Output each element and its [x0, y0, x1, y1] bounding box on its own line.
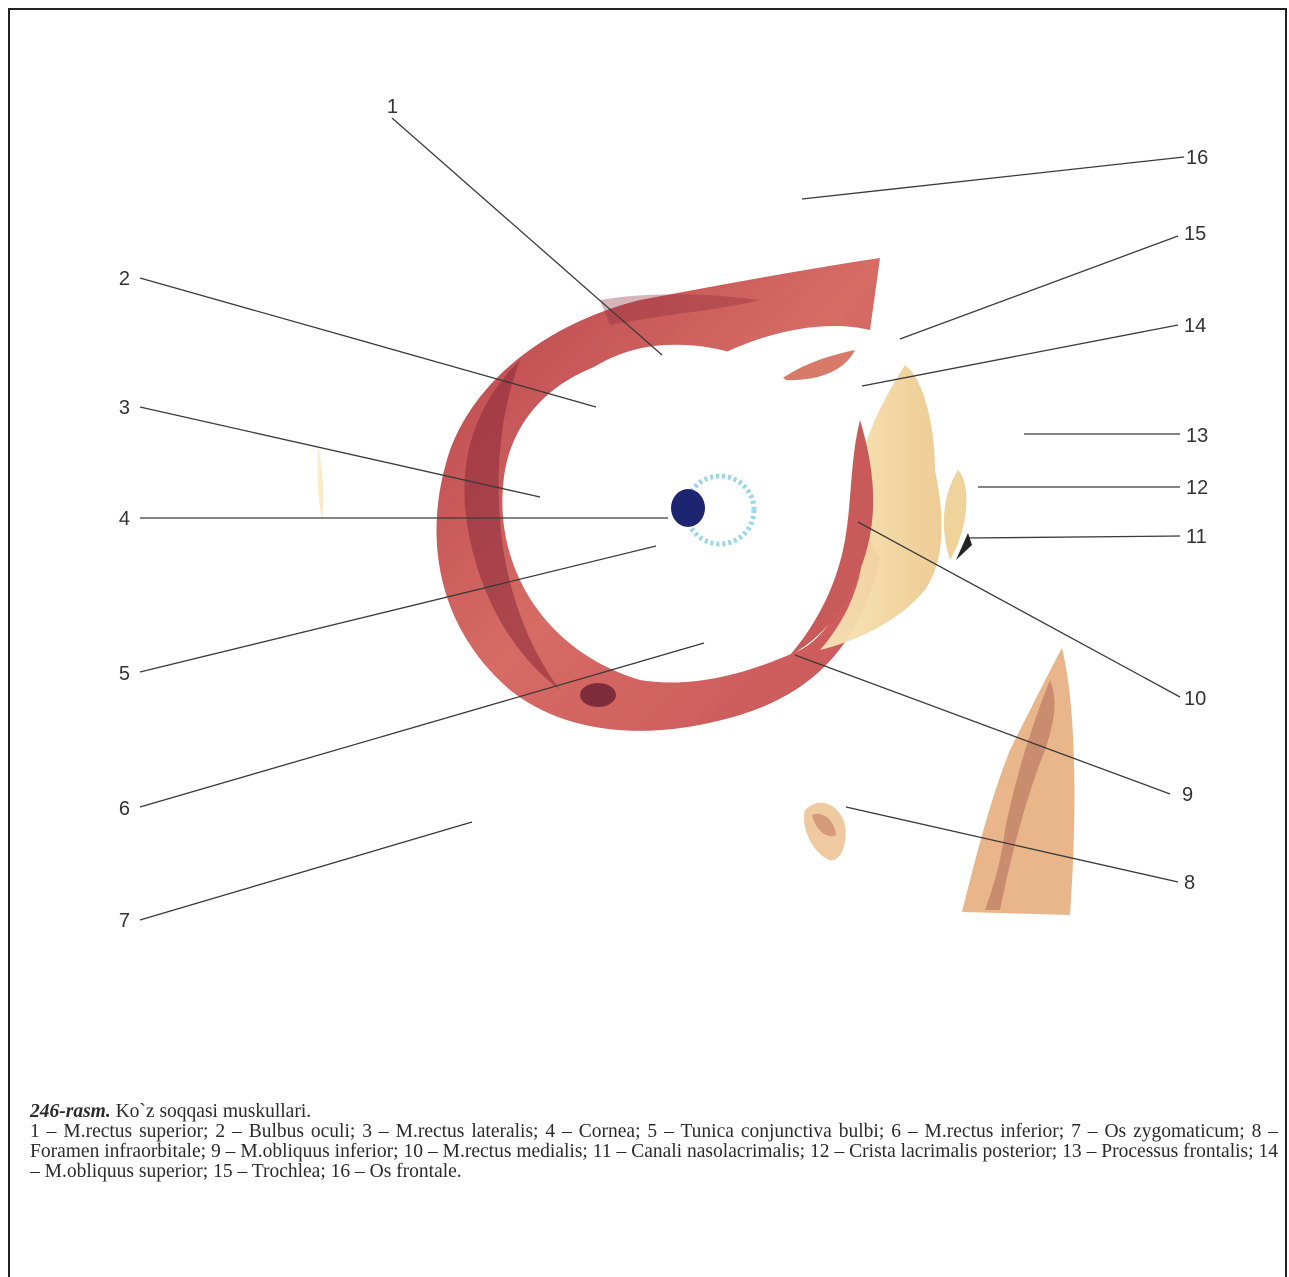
arrow-11 — [956, 533, 972, 560]
medial-rectus-muscle — [790, 420, 874, 655]
label-3: 3 — [119, 397, 130, 419]
leader-5 — [139, 545, 657, 673]
figure-caption: 246-rasm. Ko`z soqqasi muskullari. 1 – M… — [30, 1102, 1278, 1182]
label-4: 4 — [119, 508, 130, 530]
label-10: 10 — [1184, 688, 1206, 710]
crista-lacrimalis — [943, 470, 967, 560]
label-15: 15 — [1184, 223, 1206, 245]
leader-3 — [139, 406, 541, 498]
foramen-shadow — [812, 813, 836, 837]
label-5: 5 — [119, 663, 130, 685]
leader-6 — [139, 642, 705, 808]
leader-15 — [899, 235, 1179, 340]
leader-1 — [391, 117, 663, 356]
maxilla-shading — [985, 680, 1055, 910]
label-1: 1 — [387, 96, 398, 118]
superior-oblique-muscle — [780, 350, 855, 381]
cornea — [671, 489, 705, 527]
medial-orbital-bone — [820, 365, 942, 650]
leader-2 — [139, 277, 597, 408]
label-12: 12 — [1186, 477, 1208, 499]
muscle-ring-shading-upper — [600, 294, 760, 325]
leader-11 — [967, 535, 1181, 539]
label-8: 8 — [1184, 872, 1195, 894]
caption-title: Ko`z soqqasi muskullari. — [115, 1101, 312, 1122]
muscle-ring — [436, 258, 880, 731]
iris-ring — [683, 473, 757, 547]
label-16: 16 — [1186, 147, 1208, 169]
caption-number: 246-rasm. — [30, 1101, 111, 1122]
muscle-ring-shading — [464, 360, 560, 690]
leader-14 — [861, 324, 1179, 387]
leader-16 — [801, 156, 1185, 200]
leader-9 — [794, 654, 1171, 795]
leader-10 — [857, 521, 1181, 698]
label-13: 13 — [1186, 425, 1208, 447]
label-6: 6 — [119, 798, 130, 820]
label-14: 14 — [1184, 315, 1206, 337]
eye-muscles-illustration: 1 2 3 4 5 6 7 8 9 10 11 12 13 14 15 16 — [119, 96, 1208, 932]
inferior-oblique-dark-spot — [580, 683, 616, 707]
leader-8 — [845, 806, 1179, 883]
label-11: 11 — [1186, 526, 1207, 548]
caption-body: 1 – M.rectus superior; 2 – Bulbus oculi;… — [30, 1121, 1278, 1182]
leader-7 — [139, 821, 473, 921]
label-9: 9 — [1182, 784, 1193, 806]
page-frame — [8, 8, 1287, 1277]
label-2: 2 — [119, 268, 130, 290]
label-7: 7 — [119, 910, 130, 932]
lateral-orbit-bone-hint — [317, 445, 324, 520]
